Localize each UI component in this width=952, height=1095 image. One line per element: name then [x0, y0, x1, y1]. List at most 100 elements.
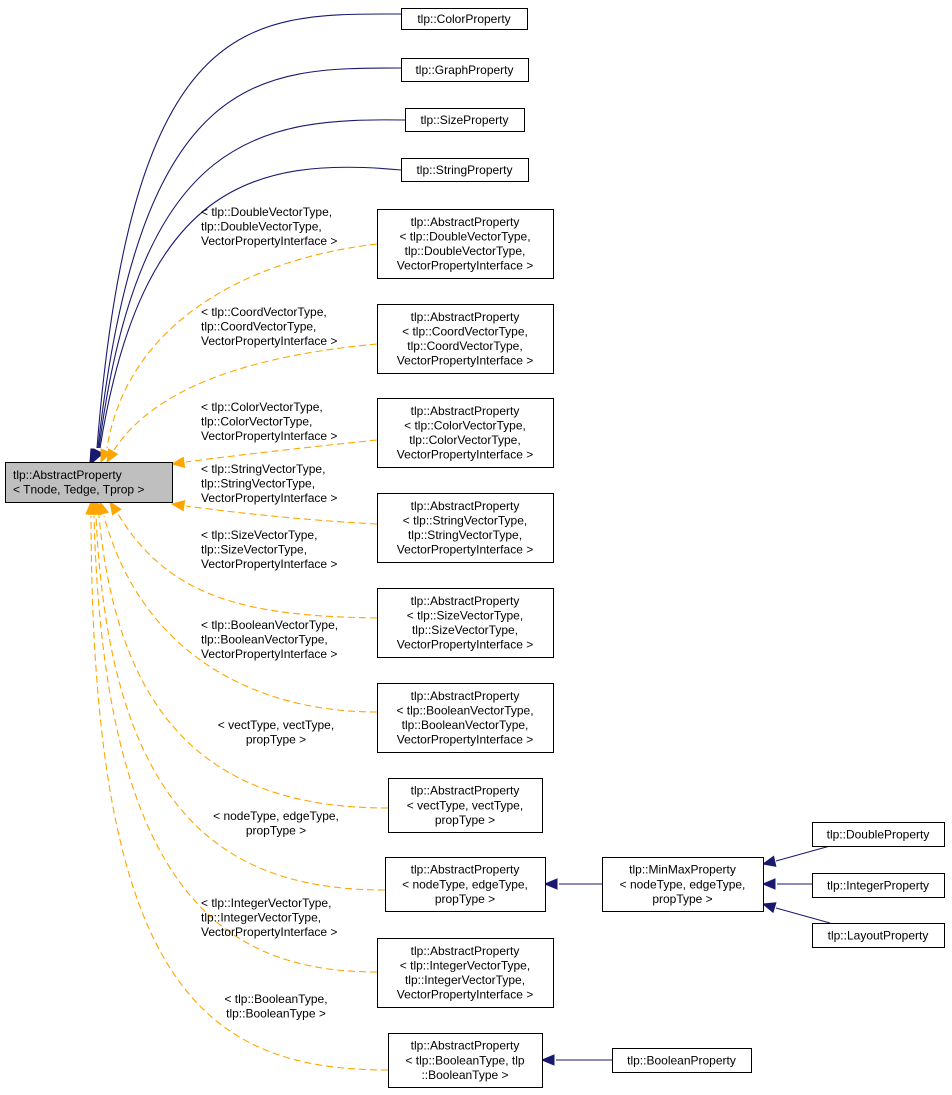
- class-node-ap-vect[interactable]: tlp::AbstractProperty< vectType, vectTyp…: [388, 778, 543, 833]
- class-node-integer[interactable]: tlp::IntegerProperty: [812, 873, 945, 898]
- class-node-ap-boolv[interactable]: tlp::AbstractProperty< tlp::BooleanVecto…: [377, 683, 554, 753]
- class-node-ap-node[interactable]: tlp::AbstractProperty< nodeType, edgeTyp…: [385, 857, 546, 912]
- edge-label-vect-line: propType >: [246, 733, 306, 747]
- edge-label-stringv-line: VectorPropertyInterface >: [201, 491, 337, 505]
- edge-label-vect: < vectType, vectType,propType >: [218, 718, 334, 747]
- edge-label-stringv: < tlp::StringVectorType,tlp::StringVecto…: [201, 462, 337, 505]
- class-node-ap-stringv[interactable]: tlp::AbstractProperty< tlp::StringVector…: [377, 493, 554, 563]
- class-node-text: < tlp::DoubleVectorType,: [399, 230, 530, 244]
- edge-label-sizev-line: tlp::SizeVectorType,: [201, 543, 307, 557]
- class-node-box: [377, 588, 554, 658]
- class-node-box: [388, 778, 543, 833]
- edge-apcolorv-to-root: [170, 439, 378, 468]
- edge-label-boolv-line: VectorPropertyInterface >: [201, 647, 337, 661]
- class-node-text: VectorPropertyInterface >: [397, 448, 533, 462]
- edge-label-coord-line: < tlp::CoordVectorType,: [201, 305, 327, 319]
- edge-apsizev-to-root-line: [117, 513, 378, 619]
- edge-label-colorv-line: < tlp::ColorVectorType,: [201, 400, 323, 414]
- class-node-text: VectorPropertyInterface >: [397, 543, 533, 557]
- class-node-box: [401, 8, 528, 30]
- edge-color-to-root-line: [96, 13, 402, 449]
- edge-string-to-root: [92, 166, 402, 464]
- edge-apcoord-to-root: [106, 343, 378, 464]
- edge-boolean-to-apbool: [540, 1054, 612, 1066]
- class-node-minmax[interactable]: tlp::MinMaxProperty< nodeType, edgeType,…: [602, 857, 764, 912]
- edge-label-colorv: < tlp::ColorVectorType,tlp::ColorVectorT…: [201, 400, 337, 443]
- class-node-text: tlp::AbstractProperty: [411, 863, 520, 877]
- class-node-ap-sizev[interactable]: tlp::AbstractProperty< tlp::SizeVectorTy…: [377, 588, 554, 658]
- class-node-box: [401, 58, 529, 82]
- edge-label-double-line: tlp::DoubleVectorType,: [201, 220, 322, 234]
- edge-double-to-minmax-arrowhead: [761, 855, 777, 867]
- edge-boolean-to-apbool-arrowhead: [540, 1054, 555, 1066]
- class-node-ap-double[interactable]: tlp::AbstractProperty< tlp::DoubleVector…: [377, 209, 554, 279]
- class-node-text: tlp::DoubleVectorType,: [405, 244, 526, 258]
- class-node-text: < tlp::CoordVectorType,: [402, 325, 528, 339]
- class-node-text: tlp::StringProperty: [416, 163, 512, 177]
- class-node-text: tlp::AbstractProperty: [411, 1039, 520, 1053]
- class-node-box: [812, 923, 945, 948]
- edge-double-to-minmax-line: [775, 845, 831, 862]
- class-node-text: tlp::BooleanProperty: [627, 1053, 736, 1067]
- class-node-text: < tlp::StringVectorType,: [403, 514, 527, 528]
- edge-apnode-to-root-line: [95, 515, 386, 891]
- edge-integer-to-minmax-arrowhead: [761, 878, 776, 890]
- class-node-root[interactable]: tlp::AbstractProperty< Tnode, Tedge, Tpr…: [5, 462, 173, 503]
- class-node-text: tlp::AbstractProperty: [411, 310, 520, 324]
- edge-label-vect-line: < vectType, vectType,: [218, 718, 334, 732]
- class-node-layout[interactable]: tlp::LayoutProperty: [812, 923, 945, 948]
- class-node-ap-int[interactable]: tlp::AbstractProperty< tlp::IntegerVecto…: [377, 938, 554, 1008]
- class-node-text: VectorPropertyInterface >: [397, 638, 533, 652]
- class-node-double[interactable]: tlp::DoubleProperty: [812, 822, 945, 847]
- class-node-graph[interactable]: tlp::GraphProperty: [401, 58, 529, 82]
- edge-minmax-to-apnode: [543, 878, 602, 890]
- edge-apstringv-to-root-arrowhead: [170, 500, 186, 512]
- class-node-box: [812, 873, 945, 898]
- edge-labels-layer: < tlp::DoubleVectorType,tlp::DoubleVecto…: [201, 205, 339, 1021]
- class-node-size[interactable]: tlp::SizeProperty: [405, 108, 525, 132]
- class-node-text: tlp::AbstractProperty: [411, 784, 520, 798]
- class-node-text: < Tnode, Tedge, Tprop >: [13, 483, 144, 497]
- class-node-boolean[interactable]: tlp::BooleanProperty: [612, 1048, 752, 1073]
- edge-label-boolv-line: tlp::BooleanVectorType,: [201, 633, 328, 647]
- edge-label-node-line: < nodeType, edgeType,: [213, 809, 339, 823]
- edge-label-colorv-line: tlp::ColorVectorType,: [201, 415, 312, 429]
- edge-layout-to-minmax-line: [775, 907, 831, 924]
- class-node-text: tlp::SizeProperty: [420, 113, 508, 127]
- class-node-text: tlp::IntegerProperty: [827, 878, 929, 892]
- class-node-box: [377, 304, 554, 374]
- class-node-box: [377, 938, 554, 1008]
- edge-apcoord-to-root-arrowhead: [106, 448, 119, 464]
- class-node-box: [401, 158, 529, 182]
- edges-layer: [85, 13, 831, 1071]
- class-node-text: propType >: [435, 813, 495, 827]
- edge-apbool-to-root-line: [90, 515, 389, 1071]
- class-node-box: [377, 398, 554, 468]
- class-node-text: VectorPropertyInterface >: [397, 354, 533, 368]
- class-node-box: [385, 857, 546, 912]
- edge-label-double: < tlp::DoubleVectorType,tlp::DoubleVecto…: [201, 205, 337, 248]
- class-node-text: tlp::AbstractProperty: [411, 404, 520, 418]
- edge-label-bool-line: tlp::BooleanType >: [226, 1007, 326, 1021]
- edge-apdouble-to-root-line: [106, 243, 378, 449]
- class-node-color[interactable]: tlp::ColorProperty: [401, 8, 528, 30]
- class-node-text: < tlp::SizeVectorType,: [407, 609, 523, 623]
- class-node-text: tlp::AbstractProperty: [411, 689, 520, 703]
- edge-label-int-line: < tlp::IntegerVectorType,: [201, 896, 331, 910]
- class-node-ap-bool[interactable]: tlp::AbstractProperty< tlp::BooleanType,…: [388, 1033, 543, 1088]
- class-node-ap-colorv[interactable]: tlp::AbstractProperty< tlp::ColorVectorT…: [377, 398, 554, 468]
- edge-apvect-to-root-line: [98, 515, 389, 809]
- class-node-string[interactable]: tlp::StringProperty: [401, 158, 529, 182]
- class-node-text: tlp::AbstractProperty: [411, 594, 520, 608]
- edge-label-double-line: < tlp::DoubleVectorType,: [201, 205, 332, 219]
- edge-label-boolv-line: < tlp::BooleanVectorType,: [201, 618, 338, 632]
- edge-apint-to-root-line: [93, 515, 378, 973]
- edge-label-int-line: VectorPropertyInterface >: [201, 925, 337, 939]
- edge-label-coord: < tlp::CoordVectorType,tlp::CoordVectorT…: [201, 305, 337, 348]
- class-node-text: propType >: [652, 892, 712, 906]
- class-node-ap-coord[interactable]: tlp::AbstractProperty< tlp::CoordVectorT…: [377, 304, 554, 374]
- edge-label-int: < tlp::IntegerVectorType,tlp::IntegerVec…: [201, 896, 337, 939]
- class-node-text: tlp::CoordVectorType,: [407, 339, 522, 353]
- edge-apboolv-to-root-line: [103, 515, 378, 713]
